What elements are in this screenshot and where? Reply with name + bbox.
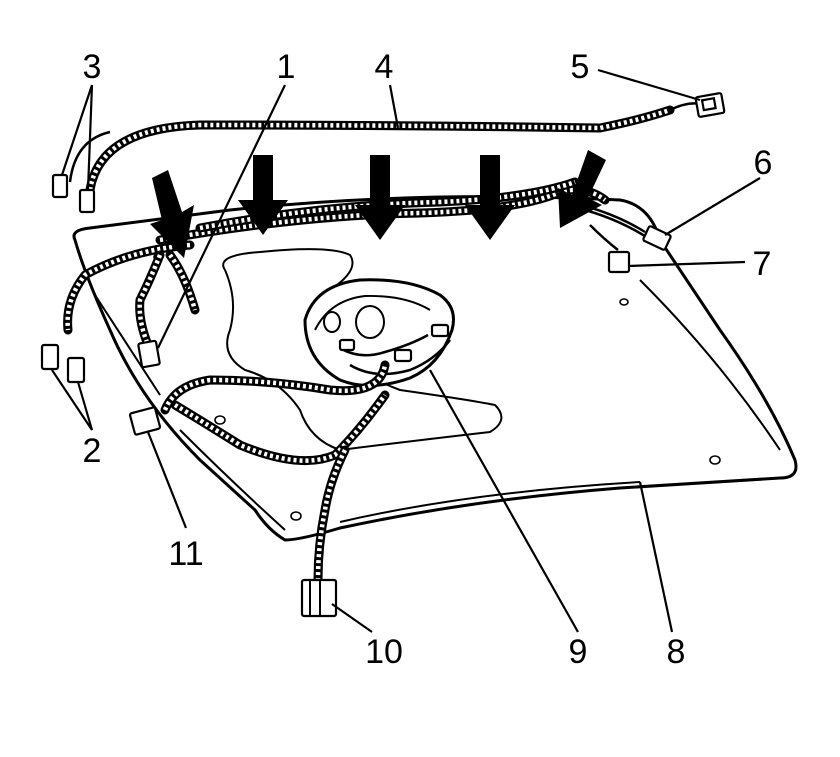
callout-4: 4 xyxy=(375,48,394,86)
connector-6 xyxy=(642,225,672,251)
callout-1: 1 xyxy=(277,48,296,86)
installation-arrows xyxy=(150,150,606,258)
down-arrow-5 xyxy=(558,150,606,228)
connectors xyxy=(40,92,726,618)
callout-10: 10 xyxy=(365,633,403,671)
connector-2b xyxy=(66,356,86,384)
callout-2: 2 xyxy=(83,432,102,470)
overhead-harness xyxy=(68,102,706,195)
connector-7 xyxy=(607,250,631,274)
down-arrow-3 xyxy=(355,155,405,240)
dome-lamp-assembly xyxy=(303,278,455,388)
left-harness xyxy=(63,240,390,585)
callout-8: 8 xyxy=(667,633,686,671)
connector-3b xyxy=(78,188,96,214)
connector-11 xyxy=(128,406,162,436)
callout-labels: 1 2 3 4 5 6 7 8 9 10 11 xyxy=(83,48,773,671)
connector-10 xyxy=(300,578,338,618)
connector-3a xyxy=(51,173,69,199)
callout-11: 11 xyxy=(168,535,203,573)
down-arrow-4 xyxy=(465,155,515,240)
down-arrow-2 xyxy=(238,155,288,235)
callout-5: 5 xyxy=(571,48,590,86)
callout-9: 9 xyxy=(569,633,588,671)
connector-2a xyxy=(40,343,60,371)
callout-7: 7 xyxy=(753,245,772,283)
connector-1 xyxy=(137,339,161,369)
leader-lines xyxy=(51,68,761,633)
down-arrow-1 xyxy=(150,170,194,258)
connector-5 xyxy=(694,92,726,118)
callout-3: 3 xyxy=(83,48,102,86)
callout-6: 6 xyxy=(754,144,773,182)
